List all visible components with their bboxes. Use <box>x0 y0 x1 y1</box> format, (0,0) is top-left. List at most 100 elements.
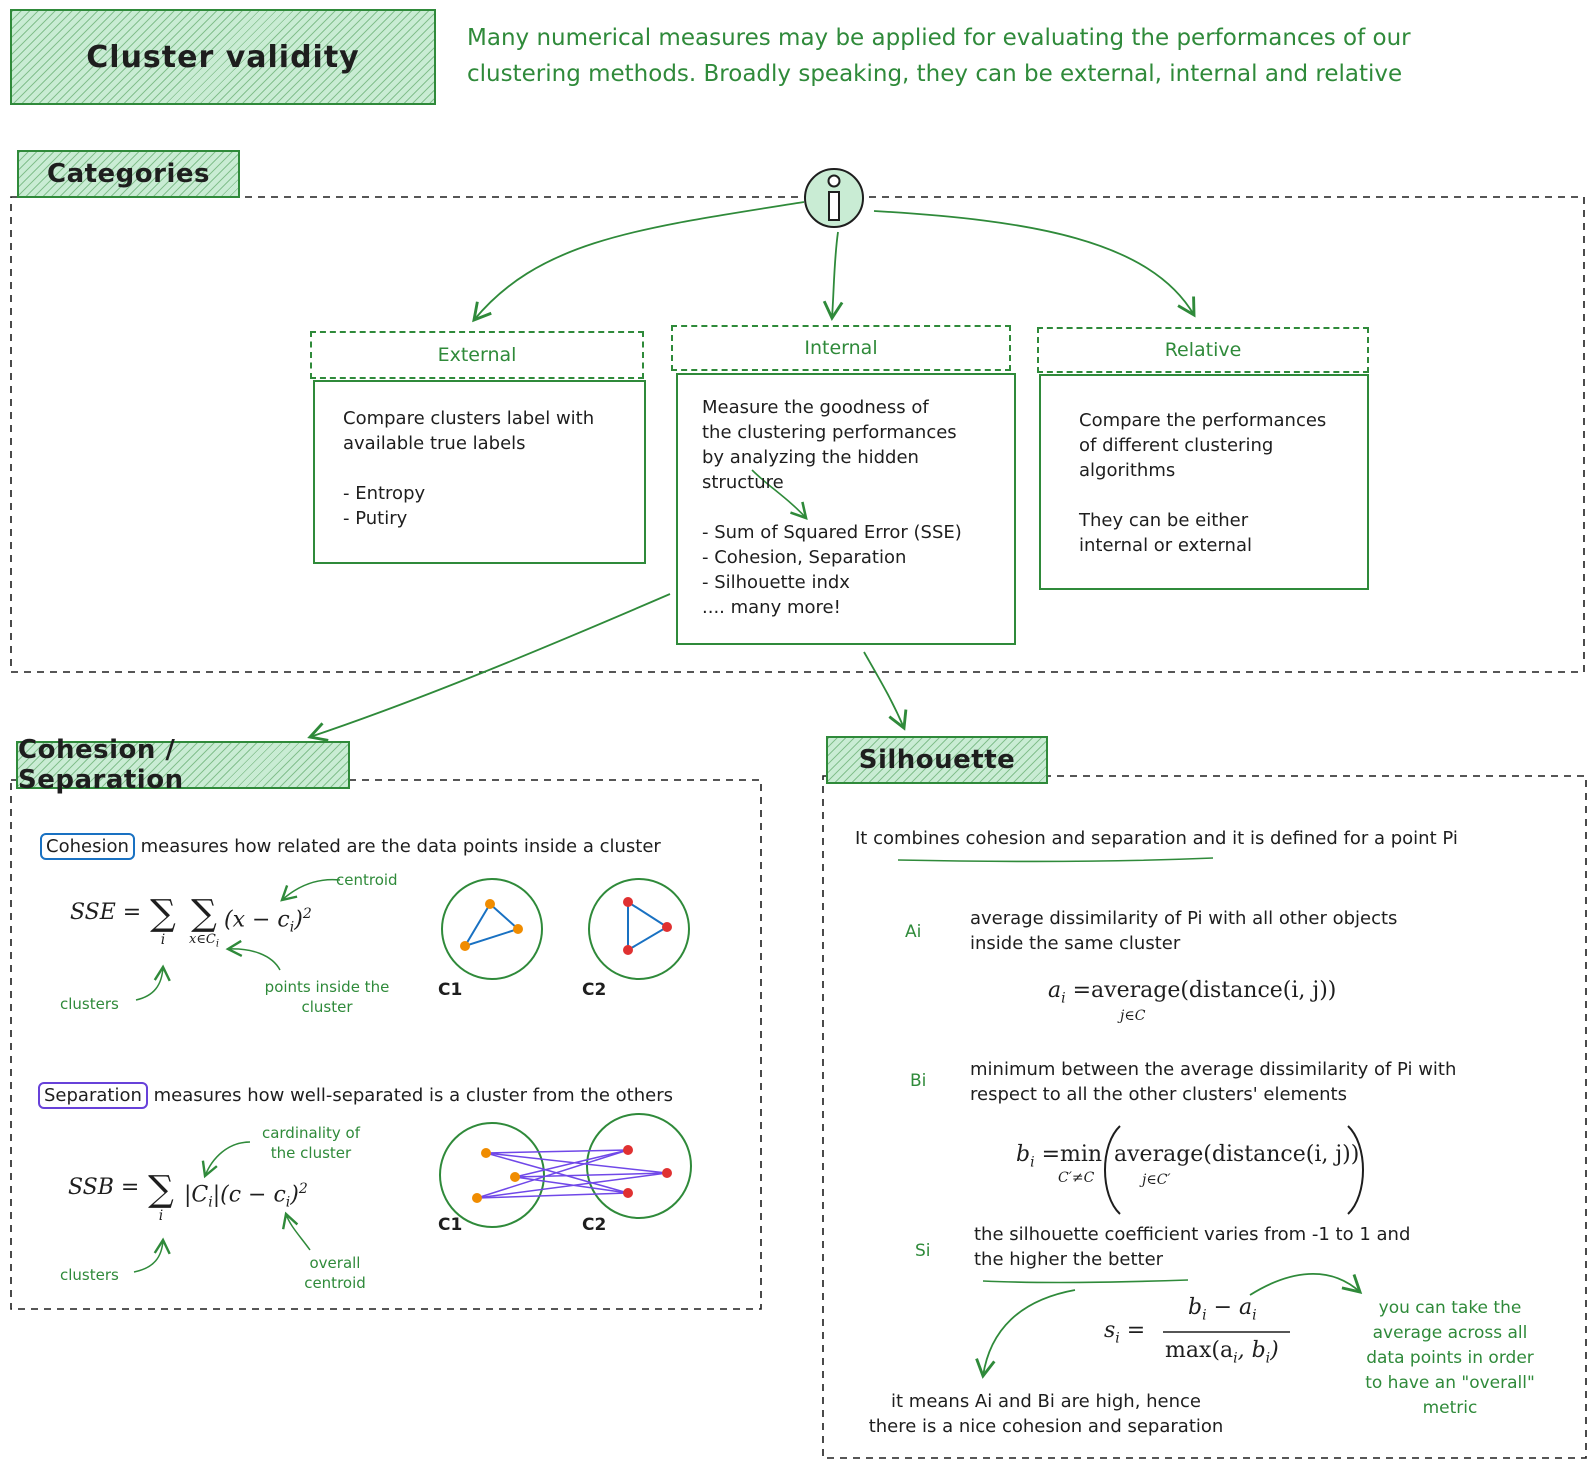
relative-line: of different clustering <box>1079 435 1274 456</box>
external-card: Compare clusters label with available tr… <box>313 380 646 564</box>
bi-avg-text: average(distance(i, j)) <box>1114 1142 1360 1167</box>
note-average-overall: you can take the average across all data… <box>1340 1296 1560 1421</box>
internal-line: - Silhouette indx <box>702 572 850 593</box>
note-points-line-2: cluster <box>301 998 353 1016</box>
separation-clusters <box>439 1113 692 1228</box>
si-numerator: bi − ai <box>1188 1295 1257 1323</box>
ssb-sum: ∑ i <box>144 1172 178 1225</box>
arrow-clusters2-note <box>133 1237 171 1273</box>
si-lhs-text: s <box>1104 1318 1116 1343</box>
si-den-close: ) <box>1270 1338 1279 1363</box>
sse-term-sup: 2 <box>302 906 312 922</box>
internal-card: Measure the goodness of the clustering p… <box>676 373 1016 645</box>
bi-line-2: respect to all the other clusters' eleme… <box>970 1084 1347 1105</box>
bi-formula-lhs: bi =min <box>1016 1142 1102 1170</box>
arrow-points-note <box>225 939 281 971</box>
external-line <box>343 456 644 481</box>
cohesion-separation-container <box>10 779 762 1310</box>
external-heading: External <box>437 344 517 366</box>
external-header: External <box>310 331 644 379</box>
ai-line-1: average dissimilarity of Pi with all oth… <box>970 908 1398 929</box>
sse-lhs: SSE = <box>70 900 142 925</box>
ssb-term2-sub: i <box>285 1194 291 1211</box>
relative-card: Compare the performances of different cl… <box>1039 374 1369 590</box>
separation-text: measures how well-separated is a cluster… <box>153 1085 673 1106</box>
si-num-mid: − a <box>1206 1295 1253 1320</box>
si-den-mid: , b <box>1237 1338 1266 1363</box>
si-line-1: the silhouette coefficient varies from -… <box>974 1224 1411 1245</box>
silhouette-title-box: Silhouette <box>826 736 1048 784</box>
relative-header: Relative <box>1037 327 1369 373</box>
ai-description: average dissimilarity of Pi with all oth… <box>970 906 1397 956</box>
cohesion-tag: Cohesion <box>40 833 135 860</box>
external-line: - Putiry <box>343 508 408 529</box>
ssb-term1: |C <box>184 1182 209 1208</box>
separation-description: Separation measures how well-separated i… <box>38 1082 673 1109</box>
note-average-line: you can take the <box>1378 1298 1522 1318</box>
conclusion-line-1: it means Ai and Bi are high, hence <box>891 1391 1201 1412</box>
arrow-internal-structure <box>751 469 808 520</box>
intro-line-2: clustering methods. Broadly speaking, th… <box>467 61 1403 87</box>
ssb-term2: |(c − c <box>212 1182 286 1208</box>
note-overall-line-2: centroid <box>304 1274 366 1292</box>
silhouette-container <box>822 775 1587 1459</box>
ssb-lhs: SSB = <box>68 1175 140 1200</box>
si-lhs: si = <box>1104 1318 1146 1347</box>
separation-c2-label: C2 <box>582 1215 607 1235</box>
bi-line-1: minimum between the average dissimilarit… <box>970 1059 1457 1080</box>
ai-label: Ai <box>905 922 922 942</box>
bi-paren-right <box>1347 1125 1364 1215</box>
ssb-term: |Ci|(c − ci)2 <box>184 1181 308 1211</box>
ai-formula: ai =average(distance(i, j)) <box>1048 978 1336 1006</box>
si-description: the silhouette coefficient varies from -… <box>974 1222 1410 1272</box>
note-cardinality-line-2: the cluster <box>270 1144 352 1162</box>
note-overall-centroid: overall centroid <box>300 1253 370 1293</box>
intro-text: Many numerical measures may be applied f… <box>467 20 1411 92</box>
sse-sum-1: ∑ i <box>146 896 180 949</box>
internal-heading: Internal <box>804 337 878 359</box>
ssb-sum-sub: i <box>158 1208 164 1224</box>
note-cardinality: cardinality of the cluster <box>246 1123 376 1163</box>
arrow-to-relative <box>873 210 1196 318</box>
arrow-to-conclusion <box>975 1289 1076 1379</box>
cohesion-text: measures how related are the data points… <box>140 836 661 857</box>
sse-term: (x − ci)2 <box>224 906 312 936</box>
ssb-term1-sub: i <box>208 1194 213 1211</box>
internal-line: the clustering performances <box>702 422 957 443</box>
sse-term-sub: i <box>289 919 295 936</box>
cohesion-c1-label: C1 <box>438 980 463 1000</box>
note-points-line-1: points inside the <box>264 978 390 996</box>
arrow-clusters-note <box>135 964 171 1001</box>
silhouette-intro: It combines cohesion and separation and … <box>855 828 1458 849</box>
note-average-line: metric <box>1422 1398 1478 1418</box>
internal-header: Internal <box>671 325 1011 371</box>
cohesion-separation-title: Cohesion / Separation <box>18 735 184 795</box>
si-num-sub2: i <box>1252 1307 1257 1324</box>
note-average-line: average across all <box>1372 1323 1528 1343</box>
si-den-sub: i <box>1233 1350 1238 1367</box>
info-icon[interactable] <box>804 168 864 228</box>
sse-formula: SSE = <box>70 900 141 925</box>
categories-title: Categories <box>46 159 210 189</box>
sse-sum1-sub: i <box>160 932 166 948</box>
sse-term-text: (x − c <box>224 907 290 933</box>
ssb-term-sup: 2 <box>298 1181 308 1197</box>
arrow-to-silhouette <box>863 651 908 731</box>
internal-line: Measure the goodness of <box>702 397 929 418</box>
ai-lhs: a <box>1048 978 1062 1003</box>
note-overall-line-1: overall <box>309 1254 361 1272</box>
external-line: - Entropy <box>343 483 426 504</box>
ai-eq: =average(distance(i, j)) <box>1065 978 1337 1003</box>
sse-term-close: ) <box>294 907 303 933</box>
sse-sum2-sub-i: i <box>215 938 220 950</box>
cohesion-cluster-c1 <box>441 878 543 980</box>
internal-line: - Cohesion, Separation <box>702 547 907 568</box>
bi-lhs: b <box>1016 1142 1031 1167</box>
si-lhs-sub: i <box>1115 1330 1120 1347</box>
separation-tag: Separation <box>38 1082 148 1109</box>
ssb-formula: SSB = <box>68 1175 139 1200</box>
silhouette-intro-underline <box>897 857 1214 863</box>
bi-lhs-sub: i <box>1030 1154 1035 1171</box>
si-num-sub: i <box>1202 1307 1207 1324</box>
ai-under: j∈C <box>1120 1008 1146 1024</box>
